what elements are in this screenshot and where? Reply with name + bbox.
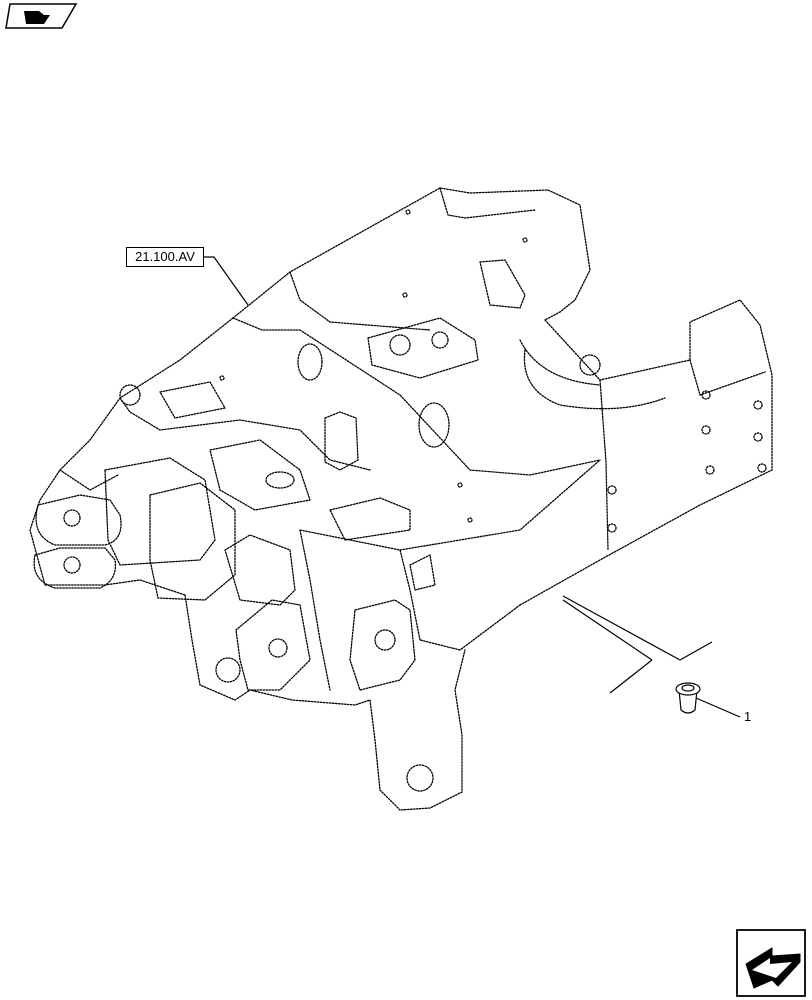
part-1-bushing — [675, 682, 701, 714]
reference-label[interactable]: 21.100.AV — [126, 247, 204, 267]
callout-1-leader — [695, 697, 741, 718]
view-orientation-icon[interactable] — [5, 3, 78, 29]
callout-number-1: 1 — [744, 709, 752, 724]
reference-leader-line — [204, 256, 249, 306]
frame-casting — [29, 187, 773, 811]
next-page-arrow-icon[interactable] — [736, 929, 806, 997]
position-indicator — [562, 595, 713, 694]
